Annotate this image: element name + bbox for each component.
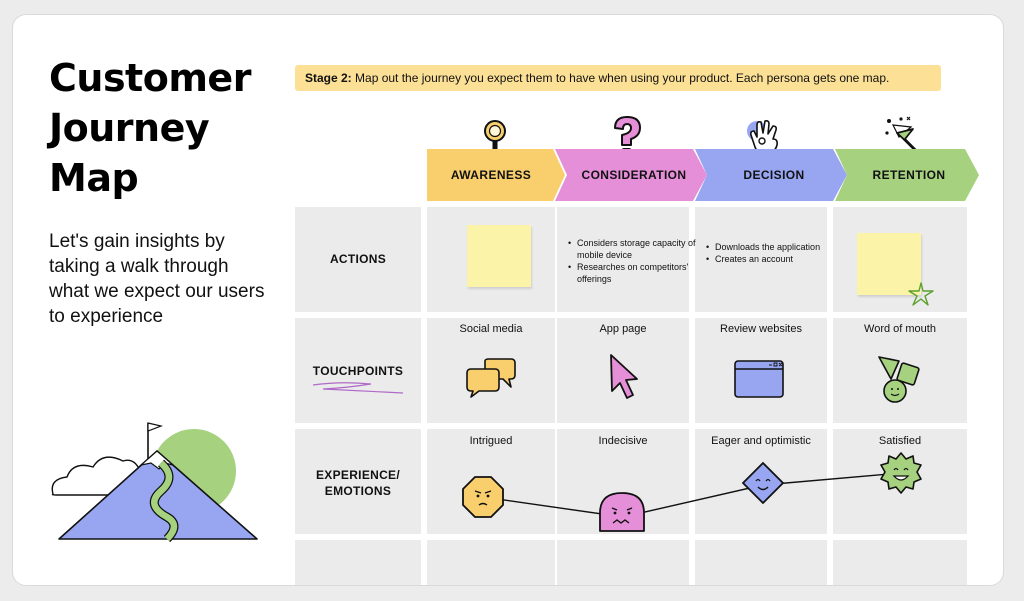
emotion-text: Satisfied — [878, 435, 922, 447]
eager-face-icon — [742, 462, 784, 504]
empty-cell — [833, 540, 967, 585]
actions-row-label: ACTIONS — [329, 252, 387, 266]
indecisive-face-icon — [599, 492, 645, 532]
page-subtitle: Let's gain insights by taking a walk thr… — [49, 231, 265, 327]
list-item: Considers storage capacity of mobile dev… — [568, 237, 697, 261]
browser-window-icon — [734, 360, 784, 398]
emotion-text: Eager and optimistic — [711, 435, 811, 447]
canvas-frame: Customer Journey Map Let's gain insights… — [12, 14, 1004, 586]
satisfied-face-icon — [880, 452, 922, 494]
experience-row-label: EXPERIENCE/ EMOTIONS — [295, 467, 421, 499]
touchpoint-text: App page — [599, 323, 647, 335]
experience-label-cell — [295, 429, 421, 534]
empty-cell — [695, 540, 827, 585]
stage-awareness-label: AWARENESS — [450, 168, 532, 182]
touchpoints-label-cell — [295, 318, 421, 423]
empty-cell — [427, 540, 555, 585]
actions-label-cell — [295, 207, 421, 312]
touchpoint-text: Review websites — [720, 323, 802, 335]
stage-retention-arrow — [835, 149, 979, 201]
title-line: Journey — [49, 106, 210, 150]
page-title: Customer Journey Map — [49, 53, 251, 203]
empty-label-cell — [295, 540, 421, 585]
cursor-arrow-icon — [610, 354, 638, 399]
decision-actions-list: Downloads the application Creates an acc… — [705, 241, 827, 265]
shapes-icon — [878, 356, 920, 403]
sticky-note[interactable] — [857, 233, 921, 295]
chat-bubbles-icon — [466, 358, 516, 398]
list-item: Creates an account — [706, 253, 827, 265]
stage-consideration-label: CONSIDERATION — [581, 168, 687, 182]
stage-instruction: Stage 2: Map out the journey you expect … — [295, 65, 941, 91]
star-doodle-icon — [908, 282, 934, 306]
emotion-text: Indecisive — [598, 435, 648, 447]
stage-decision-label: DECISION — [743, 168, 805, 182]
stage-label: Stage 2: — [305, 71, 352, 85]
scribble-underline — [312, 382, 404, 394]
experience-label-line: EMOTIONS — [324, 484, 392, 498]
touchpoints-row-label: TOUCHPOINTS — [312, 364, 404, 378]
list-item: Researches on competitors' offerings — [568, 261, 697, 285]
emotion-curve — [482, 472, 902, 518]
emotion-text: Intrigued — [469, 435, 513, 447]
consideration-actions-list: Considers storage capacity of mobile dev… — [567, 237, 697, 285]
stage-text: Map out the journey you expect them to h… — [355, 71, 890, 85]
stage-decision-arrow — [695, 149, 847, 201]
title-line: Map — [49, 156, 139, 200]
list-item: Downloads the application — [706, 241, 827, 253]
sticky-note[interactable] — [467, 225, 531, 287]
touchpoint-text: Word of mouth — [864, 323, 936, 335]
title-line: Customer — [49, 56, 251, 100]
mountain-illustration — [51, 422, 258, 543]
intrigued-face-icon — [462, 476, 504, 518]
touchpoint-text: Social media — [459, 323, 523, 335]
stage-retention-label: RETENTION — [872, 168, 946, 182]
ok-hand-icon — [747, 120, 778, 156]
stage-awareness-arrow — [427, 149, 565, 201]
stage-consideration-arrow — [555, 149, 707, 201]
empty-cell — [557, 540, 689, 585]
experience-label-line: EXPERIENCE/ — [316, 468, 400, 482]
